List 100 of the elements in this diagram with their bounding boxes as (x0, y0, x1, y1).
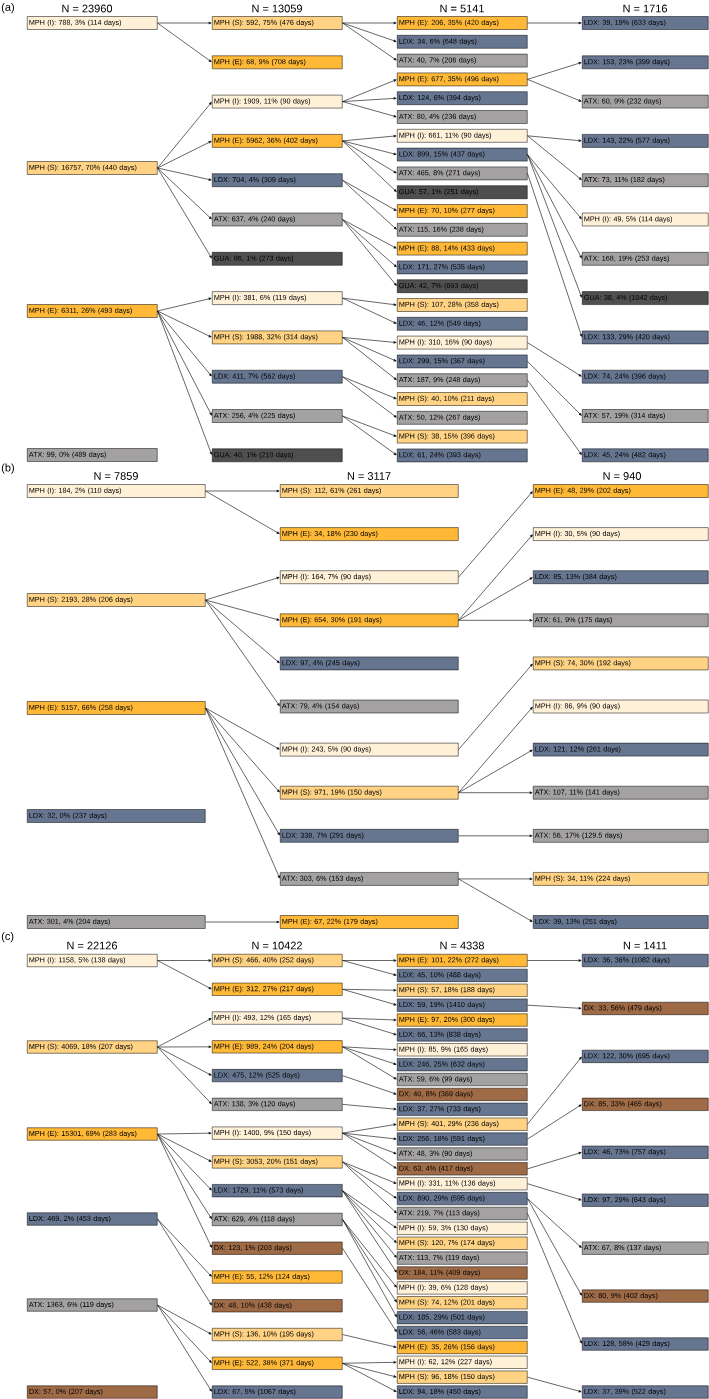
arrow (342, 1123, 397, 1134)
arrow (342, 297, 397, 306)
arrow (527, 1198, 582, 1296)
arrow (205, 707, 280, 836)
arrow (458, 577, 533, 621)
arrow (157, 1218, 212, 1306)
arrow (157, 1218, 212, 1277)
arrow (342, 415, 397, 456)
arrow (342, 960, 397, 976)
arrow (157, 21, 212, 25)
arrow (458, 834, 533, 838)
arrow (527, 135, 582, 142)
arrow (342, 1132, 397, 1169)
arrow (205, 707, 280, 879)
arrow (342, 134, 397, 142)
arrow (342, 376, 397, 418)
arrow (342, 376, 397, 399)
arrow (157, 1046, 212, 1105)
arrow (157, 310, 212, 416)
arrow (342, 140, 397, 155)
arrow (342, 219, 397, 268)
arrow (458, 619, 533, 622)
arrow (458, 877, 533, 881)
column-header: N = 7859 (94, 472, 138, 480)
column-header: N = 4338 (440, 941, 484, 950)
arrow (527, 1183, 582, 1201)
arrow (157, 167, 212, 181)
arrow (157, 1304, 212, 1392)
arrow (342, 22, 397, 61)
arrow (157, 297, 212, 312)
column-header: N = 10422 (252, 941, 302, 950)
arrow (157, 1018, 212, 1048)
arrow (342, 1046, 397, 1080)
arrow (205, 490, 280, 534)
arrow (342, 337, 397, 362)
arrow (157, 1304, 212, 1335)
arrow (342, 1190, 397, 1258)
arrow (342, 179, 397, 230)
arrow (205, 707, 280, 750)
arrow (342, 415, 397, 437)
arrow (157, 1133, 212, 1248)
arrow (342, 219, 397, 286)
arrow (157, 960, 212, 990)
arrow (342, 21, 397, 25)
arrow (342, 1219, 397, 1318)
arrow (342, 1190, 397, 1229)
arrow (157, 310, 212, 338)
arrow (205, 920, 280, 924)
arrow (157, 310, 212, 377)
arrow (157, 1133, 212, 1191)
column-header: N = 940 (603, 472, 641, 480)
arrow (342, 959, 397, 962)
arrow (342, 1017, 397, 1036)
arrow (342, 337, 397, 344)
arrow (527, 379, 582, 455)
arrow (205, 576, 280, 601)
arrow (342, 1334, 397, 1348)
arrow (458, 491, 533, 578)
arrow (527, 1198, 582, 1248)
arrow (342, 1363, 397, 1378)
arrow (342, 1161, 397, 1199)
arrow (458, 749, 533, 793)
arrow (342, 1132, 397, 1140)
arrow (527, 342, 582, 377)
arrow (205, 599, 280, 707)
arrow (458, 706, 533, 793)
arrow (157, 1304, 212, 1363)
arrow (342, 219, 397, 249)
arrow (342, 1046, 397, 1051)
panel-label: (c) (1, 931, 14, 943)
panel-label: (a) (1, 2, 14, 14)
arrow (342, 79, 397, 102)
arrow (205, 599, 280, 621)
arrow (527, 959, 582, 962)
arrow (342, 297, 397, 324)
arrow (342, 1219, 397, 1288)
arrow (342, 1104, 397, 1111)
arrow (527, 1004, 582, 1010)
arrow (527, 154, 582, 220)
arrow (157, 1133, 212, 1162)
column-header: N = 1411 (623, 941, 667, 950)
arrow (527, 1056, 582, 1125)
arrow (205, 599, 280, 664)
arrow (342, 1247, 397, 1333)
arrow (205, 707, 280, 793)
arrow (527, 361, 582, 416)
arrow (527, 79, 582, 102)
arrow (342, 97, 397, 102)
arrow (342, 1046, 397, 1065)
arrow (527, 154, 582, 259)
arrow (157, 101, 212, 169)
arrow (527, 135, 582, 180)
arrow (458, 878, 533, 922)
arrow (342, 1161, 397, 1214)
arrow (458, 663, 533, 750)
arrow (342, 989, 397, 1006)
column-header: N = 3117 (347, 472, 391, 480)
arrow (458, 791, 533, 794)
arrow (527, 21, 582, 25)
panel-label: (b) (1, 463, 14, 474)
